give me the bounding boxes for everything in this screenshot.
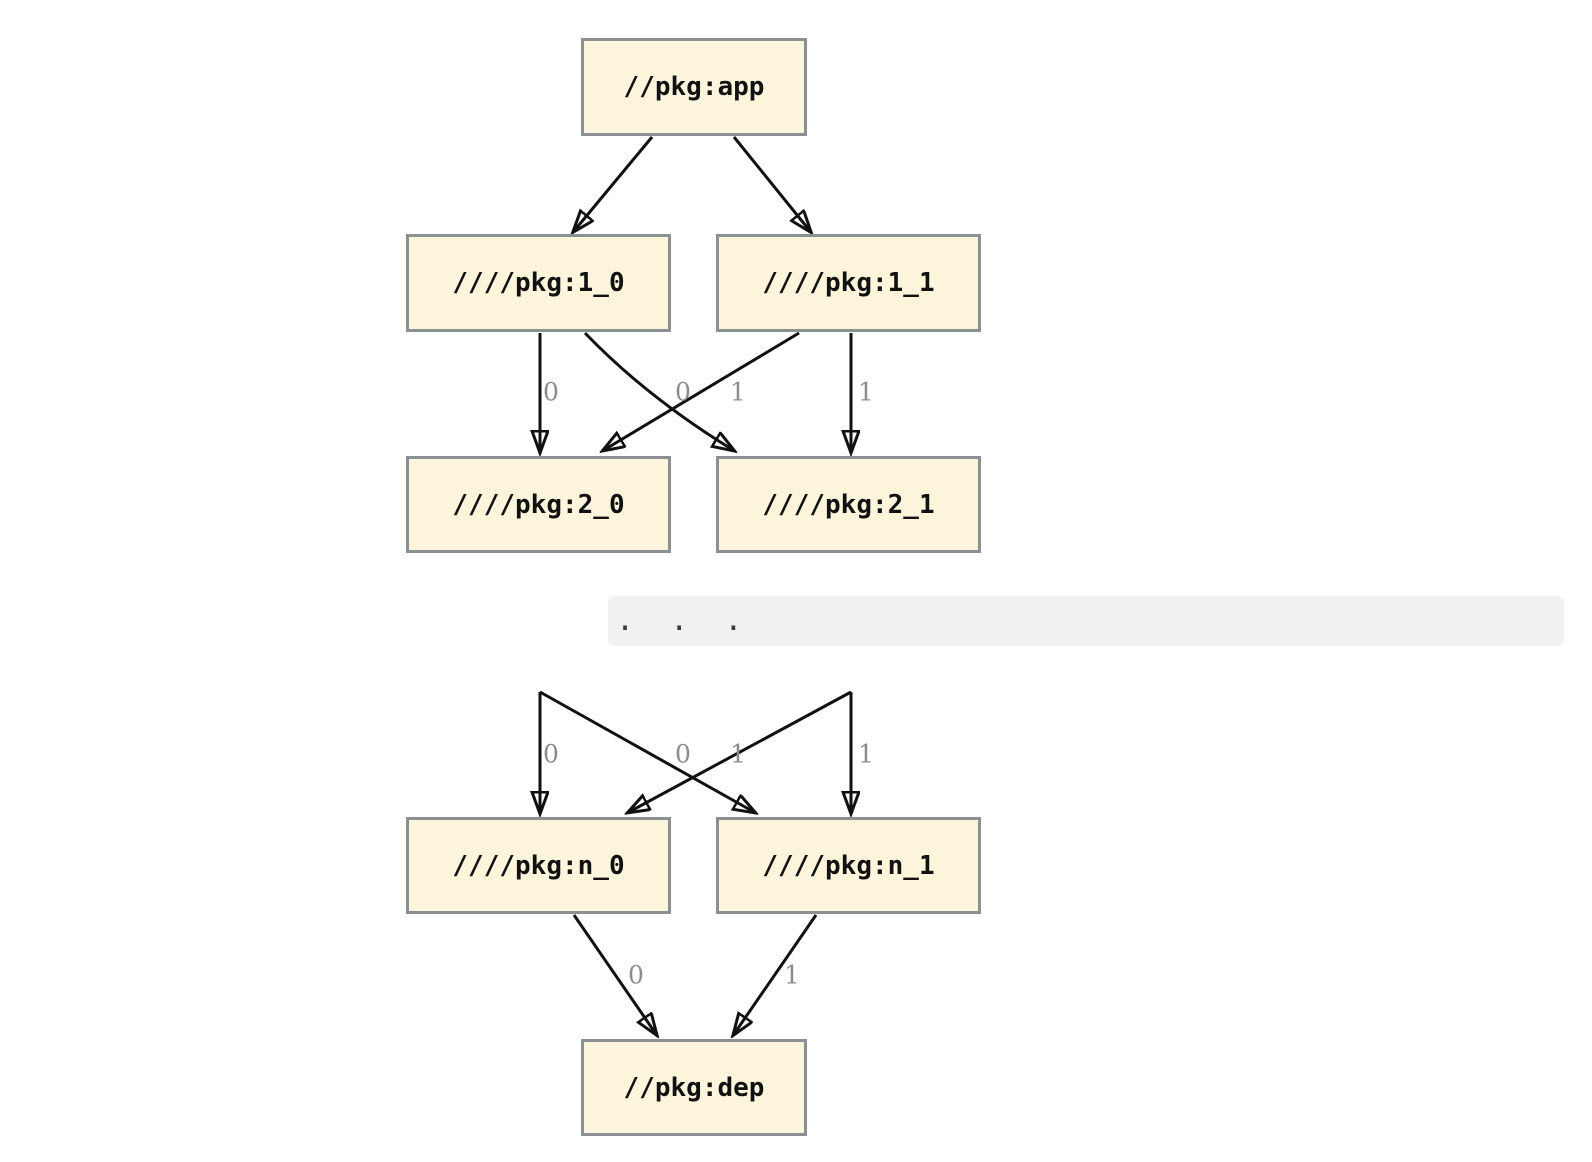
node-pkg-app: //pkg:app	[581, 38, 807, 136]
edge-elided-to-n_0-cross	[629, 690, 852, 812]
edge-label: 0	[675, 377, 691, 407]
edge-n_1-to-dep	[734, 914, 818, 1034]
edge-app-to-1_1	[732, 136, 810, 231]
node-pkg-dep: //pkg:dep	[581, 1039, 807, 1136]
edge-label: 1	[730, 739, 746, 769]
edge-label: 0	[628, 960, 644, 990]
edge-1_0-to-2_1	[583, 331, 733, 450]
node-pkg-2_1: ////pkg:2_1	[716, 456, 981, 553]
node-pkg-n_0: ////pkg:n_0	[406, 817, 671, 914]
edge-label: 0	[543, 377, 559, 407]
edge-n_0-to-dep	[572, 914, 656, 1034]
edge-label: 1	[858, 377, 874, 407]
edge-label: 1	[784, 960, 800, 990]
edge-label: 0	[543, 739, 559, 769]
edge-elided-to-n_1-cross	[539, 690, 754, 812]
node-pkg-2_0: ////pkg:2_0	[406, 456, 671, 553]
node-pkg-1_1: ////pkg:1_1	[716, 234, 981, 332]
node-pkg-1_0: ////pkg:1_0	[406, 234, 671, 332]
edge-label: 0	[675, 739, 691, 769]
edge-label: 1	[858, 739, 874, 769]
edge-1_1-to-2_0	[604, 331, 800, 450]
edge-app-to-1_0	[574, 136, 654, 231]
node-pkg-n_1: ////pkg:n_1	[716, 817, 981, 914]
edge-label: 1	[730, 377, 746, 407]
elided-levels-band: . . .	[608, 596, 1564, 646]
